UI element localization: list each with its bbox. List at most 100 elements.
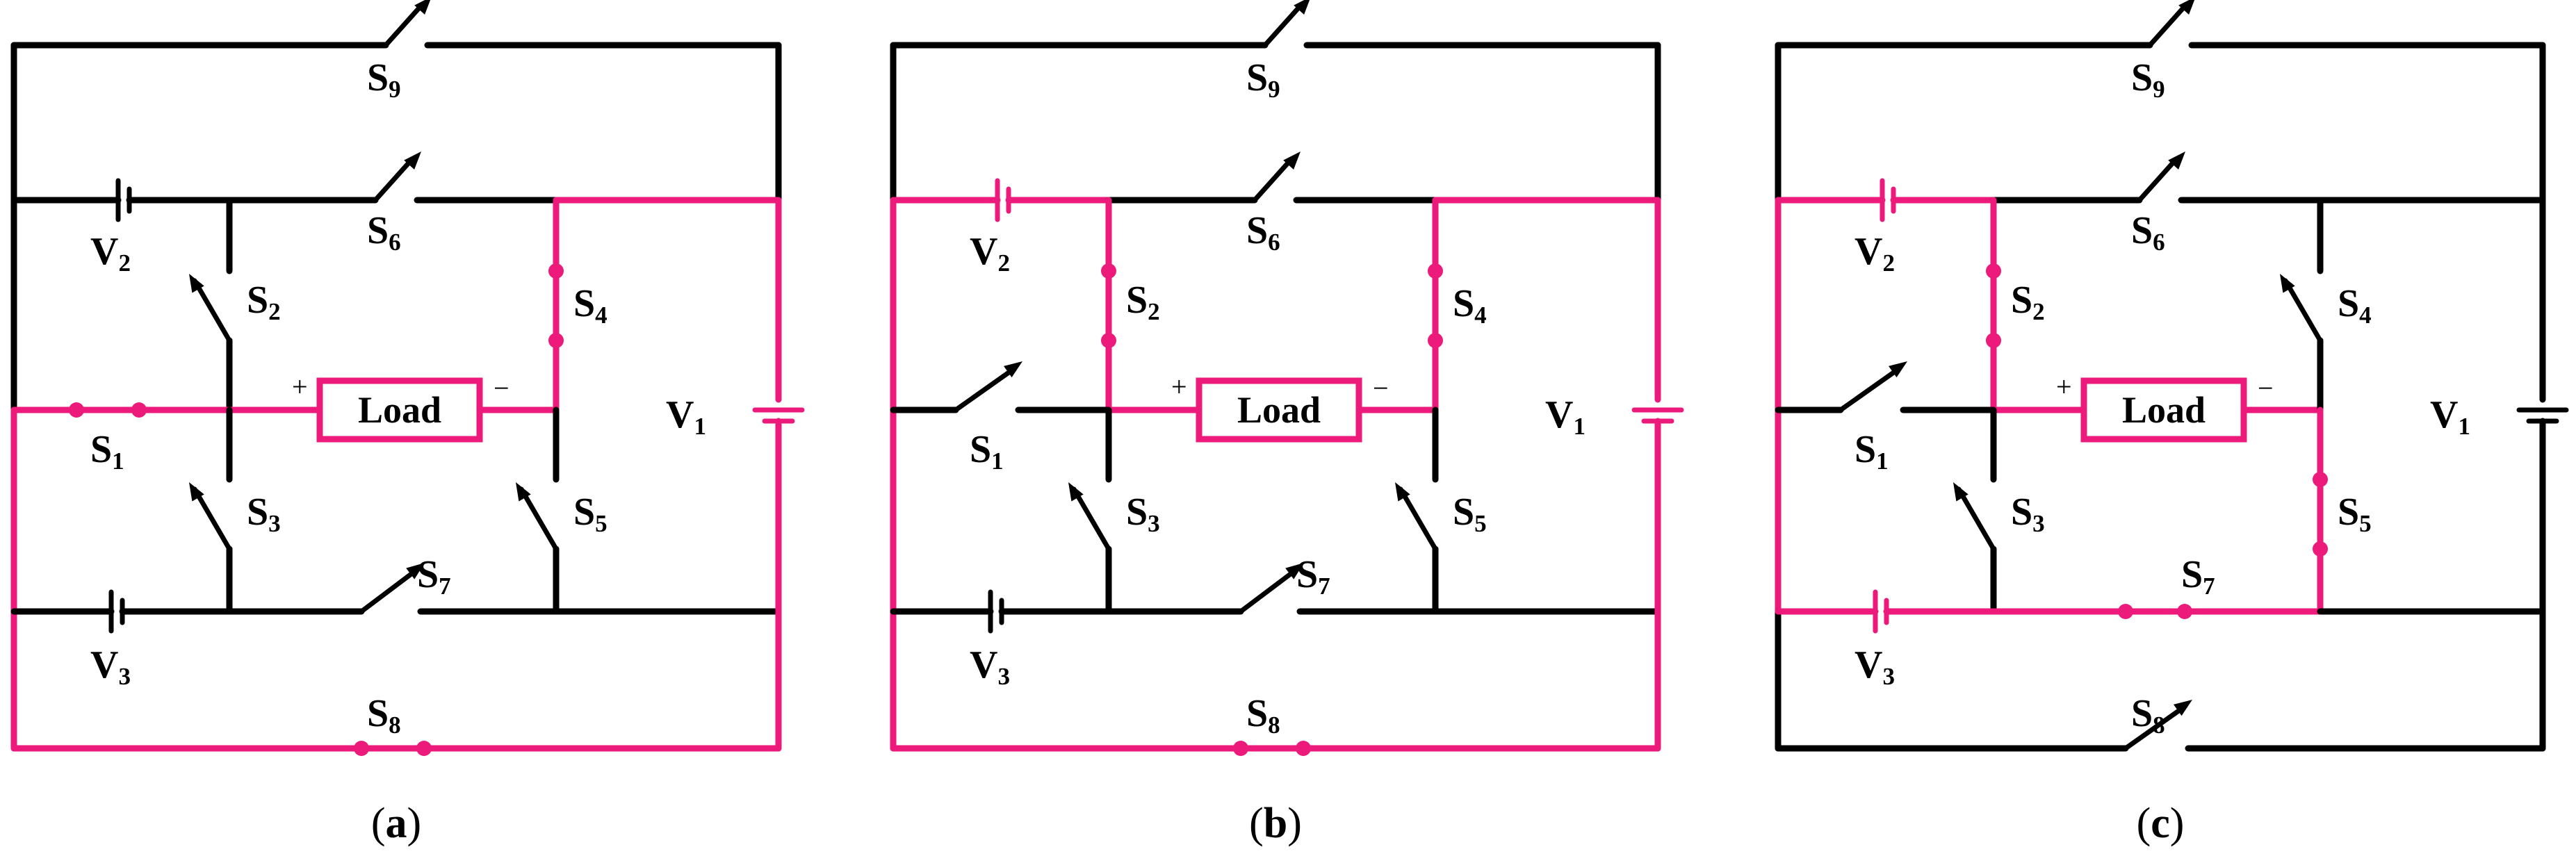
switch-s9-arrow — [1294, 0, 1310, 15]
switch-s4-arm — [2283, 278, 2323, 343]
label-s3-sub: 3 — [2032, 510, 2045, 537]
label-s2-main: S — [2011, 279, 2032, 322]
label-s4: S4 — [573, 282, 608, 329]
switch-s4-contact-top — [1428, 263, 1443, 279]
label-s1: S1 — [1854, 428, 1889, 475]
label-v3: V3 — [90, 643, 131, 690]
label-v3: V3 — [1854, 643, 1895, 690]
switch-s2-contact-top — [1101, 263, 1116, 279]
label-s6-sub: 6 — [389, 229, 401, 256]
load-label: Load — [1237, 389, 1321, 431]
caption-letter: b — [1264, 800, 1287, 847]
label-s9-sub: 9 — [2153, 76, 2165, 103]
label-s3: S3 — [247, 491, 281, 537]
switch-s3-arm — [1071, 486, 1111, 552]
label-v1-sub: 1 — [1573, 413, 1585, 440]
label-s4-main: S — [573, 282, 595, 325]
label-v3: V3 — [970, 643, 1010, 690]
label-v3-sub: 3 — [118, 663, 131, 690]
caption-letter: a — [386, 800, 407, 847]
switch-s3-arrow — [189, 482, 204, 502]
switch-s1-arrow — [1888, 361, 1907, 378]
label-s8: S8 — [2131, 692, 2165, 739]
switch-s1-arm — [1838, 367, 1900, 413]
panel-caption: (b) — [1249, 800, 1302, 847]
switch-s9-arm — [383, 2, 425, 48]
label-s8-main: S — [367, 692, 389, 735]
switch-s7-arm — [359, 568, 418, 614]
label-v2-sub: 2 — [1882, 249, 1895, 277]
caption-open: ( — [371, 800, 386, 847]
label-s1-main: S — [970, 428, 991, 471]
label-s7-main: S — [1296, 553, 1318, 596]
label-s3-main: S — [1126, 491, 1148, 534]
label-s9-main: S — [1246, 56, 1268, 99]
label-s2: S2 — [1126, 279, 1160, 325]
label-s2: S2 — [2011, 279, 2045, 325]
label-s8: S8 — [367, 692, 401, 739]
label-s8-main: S — [1246, 692, 1268, 735]
label-s8-main: S — [2131, 692, 2153, 735]
label-s8-sub: 8 — [1268, 712, 1280, 739]
switch-s7-arm — [1238, 568, 1297, 614]
label-s1: S1 — [970, 428, 1004, 475]
label-s7-sub: 7 — [2203, 573, 2215, 600]
label-s4-sub: 4 — [1474, 302, 1487, 329]
label-s8: S8 — [1246, 692, 1280, 739]
label-s9: S9 — [367, 56, 401, 103]
label-v1: V1 — [666, 393, 706, 440]
label-s3-sub: 3 — [268, 510, 281, 537]
label-s1-sub: 1 — [991, 447, 1004, 475]
label-v1-main: V — [1545, 393, 1573, 436]
caption-close: ) — [407, 800, 422, 847]
label-s9-sub: 9 — [389, 76, 401, 103]
label-s9: S9 — [1246, 56, 1280, 103]
switch-s5-arm — [519, 486, 559, 552]
label-s3: S3 — [2011, 491, 2045, 537]
label-v3-sub: 3 — [1882, 663, 1895, 690]
load-box — [316, 377, 483, 443]
switch-s8-arm — [2123, 705, 2185, 751]
label-s3-main: S — [247, 491, 268, 534]
label-s6-sub: 6 — [1268, 229, 1280, 256]
load-minus-sign: − — [2258, 372, 2274, 404]
caption-close: ) — [1287, 800, 1302, 847]
switch-s7-arrow — [406, 563, 425, 580]
switch-s6-arrow — [404, 151, 421, 170]
switch-s1-arm — [953, 367, 1016, 413]
load-label: Load — [358, 389, 441, 431]
label-s6-main: S — [367, 209, 389, 252]
label-v1: V1 — [2430, 393, 2470, 440]
label-v2-main: V — [970, 230, 997, 273]
switch-s1-arrow — [1003, 361, 1022, 378]
label-s3-sub: 3 — [1148, 510, 1160, 537]
label-s5-main: S — [573, 491, 595, 534]
label-s5-sub: 5 — [595, 510, 608, 537]
label-s5-sub: 5 — [1474, 510, 1487, 537]
label-v3-main: V — [90, 643, 118, 687]
switch-s1-contact-left — [69, 402, 84, 418]
label-s6: S6 — [1246, 209, 1280, 256]
label-s7: S7 — [2181, 553, 2215, 600]
switch-s5-arrow — [516, 482, 531, 502]
label-s6-main: S — [2131, 209, 2153, 252]
load-minus-sign: − — [494, 372, 510, 404]
label-s9-sub: 9 — [1268, 76, 1280, 103]
label-s8-sub: 8 — [389, 712, 401, 739]
switch-s8-arrow — [2173, 700, 2192, 716]
label-s5-sub: 5 — [2359, 510, 2372, 537]
label-v1-sub: 1 — [2458, 413, 2470, 440]
load-label: Load — [2122, 389, 2206, 431]
label-s5: S5 — [1453, 491, 1487, 537]
switch-s3-arm — [1956, 486, 1996, 552]
label-s5: S5 — [2338, 491, 2372, 537]
label-s4-sub: 4 — [595, 302, 608, 329]
switch-s4-arrow — [2280, 274, 2295, 293]
switch-s9-arrow — [414, 0, 431, 15]
label-s8-sub: 8 — [2153, 712, 2165, 739]
label-s3-main: S — [2011, 491, 2032, 534]
switch-s2-contact-top — [1986, 263, 2001, 279]
panel-caption: (c) — [2137, 800, 2185, 847]
